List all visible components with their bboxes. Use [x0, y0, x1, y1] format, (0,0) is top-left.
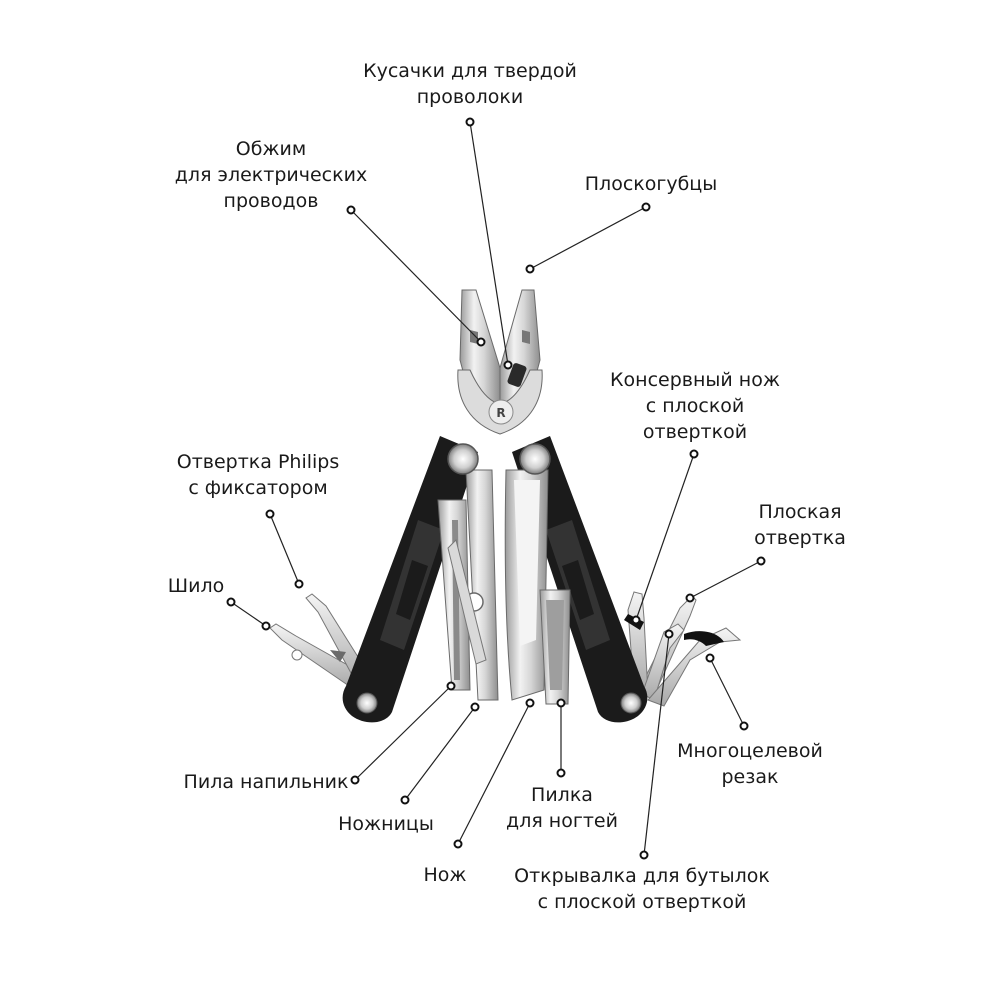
scissors-tool	[447, 469, 499, 701]
leader-scissors	[404, 706, 476, 801]
leader-multi-cutter	[709, 657, 745, 727]
leader-phillips	[269, 513, 300, 585]
left-pivot-bolt	[447, 443, 479, 475]
label-nail-file: Пилка для ногтей	[506, 784, 618, 832]
label-pliers: Плоскогубцы	[584, 173, 718, 195]
leader-can-opener	[635, 453, 695, 621]
brand-mark: R	[496, 406, 505, 420]
label-awl: Шило	[167, 575, 225, 597]
callout-dots	[226, 117, 766, 860]
label-phillips: Отвертка Philips с фиксатором	[176, 451, 340, 499]
leader-pliers	[529, 206, 647, 270]
nail-file-tool	[539, 589, 571, 705]
label-saw-file: Пила напильник	[183, 771, 349, 793]
leader-flat-screwdriver	[689, 560, 762, 599]
leader-bottle-opener	[643, 633, 670, 856]
label-bottle-opener: Открывалка для бутылок с плоской отвертк…	[514, 865, 770, 913]
label-multi-cutter: Многоцелевой резак	[677, 740, 823, 788]
leader-awl	[230, 601, 267, 627]
knife-tool	[504, 469, 549, 701]
label-crimper: Обжим для электрических проводов	[174, 138, 368, 212]
label-scissors: Ножницы	[338, 813, 434, 835]
label-knife: Нож	[423, 864, 467, 886]
right-pivot-bolt	[519, 443, 551, 475]
multi-cutter-tool	[647, 627, 742, 707]
leader-knife	[457, 702, 531, 845]
leader-lines	[230, 121, 762, 856]
plier-head: R	[457, 289, 543, 435]
leader-saw-file	[354, 685, 452, 781]
label-hard-wire-cutter: Кусачки для твердой проволоки	[363, 60, 577, 108]
tool-drawing: R	[269, 289, 742, 723]
label-flat-screwdriver: Плоская отвертка	[754, 501, 846, 549]
leader-crimper	[350, 209, 482, 343]
leader-hard-wire-cutter	[469, 121, 509, 366]
label-can-opener: Консервный нож с плоской отверткой	[610, 369, 780, 443]
